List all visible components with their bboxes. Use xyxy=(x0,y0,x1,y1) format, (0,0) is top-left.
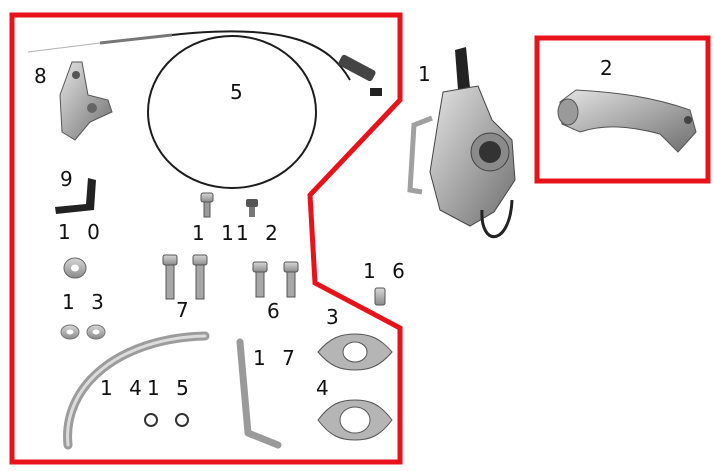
label-part-13: 1 3 xyxy=(62,290,109,314)
jet xyxy=(374,287,386,306)
label-part-17: 1 7 xyxy=(253,346,300,370)
kit-outline-frame xyxy=(9,12,403,465)
label-part-5: 5 xyxy=(230,80,248,104)
label-part-8: 8 xyxy=(34,64,52,88)
label-part-9: 9 xyxy=(60,167,78,191)
bracket xyxy=(55,178,96,214)
label-part-6: 6 xyxy=(267,299,285,323)
label-part-10: 1 0 xyxy=(58,220,105,244)
carburetor xyxy=(407,47,516,239)
label-part-3: 3 xyxy=(326,305,344,329)
small-screws xyxy=(200,192,258,218)
spacer-ring xyxy=(63,257,87,279)
label-part-2: 2 xyxy=(600,56,618,80)
throttle-housing xyxy=(59,61,113,141)
bolts xyxy=(252,261,299,298)
label-part-14: 1 4 xyxy=(100,376,147,400)
long-bolts xyxy=(162,254,208,300)
gaskets xyxy=(317,333,393,441)
label-part-1: 1 xyxy=(418,62,436,86)
label-part-7: 7 xyxy=(176,298,194,322)
label-part-15: 1 5 xyxy=(147,376,194,400)
hose-clips xyxy=(144,413,189,427)
label-part-12: 1 2 xyxy=(236,221,283,245)
label-part-16: 1 6 xyxy=(363,259,410,283)
intake-pipe xyxy=(557,89,697,153)
intake-pipe-frame xyxy=(534,35,711,184)
washers xyxy=(60,324,106,340)
l-rod xyxy=(236,338,282,449)
label-part-4: 4 xyxy=(316,376,334,400)
label-part-11: 1 1 xyxy=(192,221,239,245)
throttle-cable xyxy=(27,30,382,189)
